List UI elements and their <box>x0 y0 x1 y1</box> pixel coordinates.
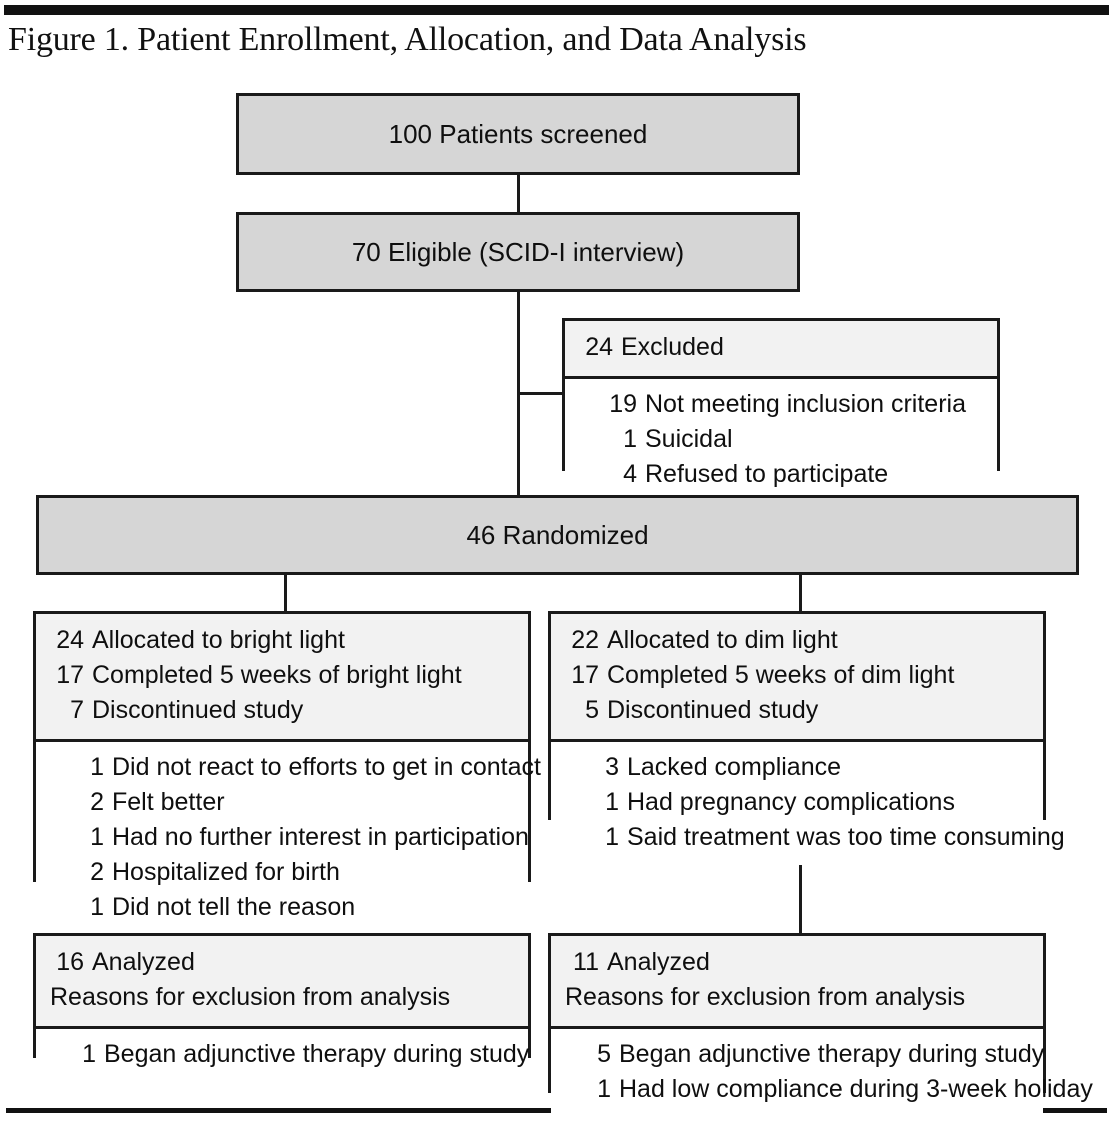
bright-item-num: 1 <box>90 893 104 921</box>
bright-item-num: 2 <box>90 788 104 816</box>
analyzed-dim-item-num: 5 <box>597 1040 611 1068</box>
node-excluded[interactable]: 24 Excluded 19 Not meeting inclusion cri… <box>562 318 1000 502</box>
bright-header-text: Allocated to bright light <box>92 626 345 654</box>
analyzed-dim-item-text: Had low compliance during 3-week holiday <box>619 1075 1093 1103</box>
list-item: 19 Not meeting inclusion criteria <box>607 387 997 422</box>
dim-header-num: 5 <box>585 696 599 724</box>
dim-header: 22 Allocated to dim light 17 Completed 5… <box>551 614 1043 742</box>
node-bright-allocated[interactable]: 24 Allocated to bright light 17 Complete… <box>33 611 541 935</box>
connector-randomized-to-bright <box>284 574 287 612</box>
analyzed-dim-item-text: Began adjunctive therapy during study <box>619 1040 1045 1068</box>
node-bright-analyzed[interactable]: 16 Analyzed Reasons for exclusion from a… <box>33 933 531 1082</box>
dim-header-num: 22 <box>571 626 599 654</box>
analyzed-dim-num: 11 <box>573 948 599 976</box>
dim-header-text: Allocated to dim light <box>607 626 838 654</box>
excluded-header-text: Excluded <box>621 333 724 361</box>
bright-header-num: 17 <box>56 661 84 689</box>
list-item: 24 Allocated to bright light <box>50 623 528 658</box>
excluded-item-text: Refused to participate <box>645 460 889 488</box>
dim-item-num: 3 <box>605 753 619 781</box>
node-dim-analyzed[interactable]: 11 Analyzed Reasons for exclusion from a… <box>548 933 1093 1117</box>
dim-header-text: Discontinued study <box>607 696 819 724</box>
analyzed-bright-item-num: 1 <box>82 1040 96 1068</box>
node-eligible-label: 70 Eligible (SCID-I interview) <box>351 236 685 267</box>
bright-header-text: Discontinued study <box>92 696 304 724</box>
connector-dim-to-analyzed <box>799 818 802 934</box>
analyzed-dim-reason-list: 5 Began adjunctive therapy during study … <box>551 1029 1093 1117</box>
node-eligible[interactable]: 70 Eligible (SCID-I interview) <box>236 212 800 292</box>
node-screened[interactable]: 100 Patients screened <box>236 93 800 175</box>
analyzed-dim-text: Analyzed <box>607 948 710 976</box>
node-screened-label: 100 Patients screened <box>388 118 648 149</box>
connector-eligible-to-excluded <box>517 392 565 395</box>
list-item: 1 Began adjunctive therapy during study <box>78 1037 530 1072</box>
list-item: 1 Had pregnancy complications <box>597 785 1043 820</box>
list-item: 17 Completed 5 weeks of bright light <box>50 658 528 693</box>
figure-title: Figure 1. Patient Enrollment, Allocation… <box>8 21 807 58</box>
analyzed-bright-header: 16 Analyzed Reasons for exclusion from a… <box>36 936 528 1029</box>
list-item: 1 Said treatment was too time consuming <box>597 820 1065 855</box>
bright-item-text: Did not react to efforts to get in conta… <box>112 753 541 781</box>
analyzed-dim-header: 11 Analyzed Reasons for exclusion from a… <box>551 936 1043 1029</box>
node-randomized-label: 46 Randomized <box>466 519 649 550</box>
list-item: 1 Did not react to efforts to get in con… <box>82 750 541 785</box>
bright-header-num: 24 <box>56 626 84 654</box>
excluded-reason-list: 19 Not meeting inclusion criteria 1 Suic… <box>565 379 997 502</box>
bright-header: 24 Allocated to bright light 17 Complete… <box>36 614 528 742</box>
dim-item-num: 1 <box>605 823 619 851</box>
list-item: 2 Hospitalized for birth <box>82 855 528 890</box>
node-randomized[interactable]: 46 Randomized <box>36 495 1079 575</box>
dim-reason-list: 3 Lacked compliance 1 Had pregnancy comp… <box>551 742 1065 865</box>
bright-header-text: Completed 5 weeks of bright light <box>92 661 462 689</box>
list-item: 1 Had low compliance during 3-week holid… <box>593 1072 1093 1107</box>
analyzed-bright-num: 16 <box>56 948 84 976</box>
analyzed-bright-subtitle: Reasons for exclusion from analysis <box>50 983 451 1011</box>
excluded-item-num: 4 <box>623 460 637 488</box>
list-item: 5 Began adjunctive therapy during study <box>593 1037 1045 1072</box>
bright-item-text: Felt better <box>112 788 225 816</box>
dim-item-text: Said treatment was too time consuming <box>627 823 1065 851</box>
dim-item-num: 1 <box>605 788 619 816</box>
bright-header-num: 7 <box>70 696 84 724</box>
bright-item-num: 1 <box>90 753 104 781</box>
list-item: 16 Analyzed <box>50 945 528 980</box>
dim-item-text: Lacked compliance <box>627 753 842 781</box>
top-rule <box>4 5 1109 15</box>
list-item: 7 Discontinued study <box>50 693 528 728</box>
analyzed-bright-text: Analyzed <box>92 948 195 976</box>
analyzed-dim-item-num: 1 <box>597 1075 611 1103</box>
bright-item-num: 2 <box>90 858 104 886</box>
list-item: 17 Completed 5 weeks of dim light <box>565 658 1043 693</box>
bright-item-text: Did not tell the reason <box>112 893 356 921</box>
list-item: 3 Lacked compliance <box>597 750 1043 785</box>
bright-reason-list: 1 Did not react to efforts to get in con… <box>36 742 541 935</box>
bright-item-num: 1 <box>90 823 104 851</box>
analyzed-bright-reason-list: 1 Began adjunctive therapy during study <box>36 1029 530 1082</box>
list-item: 2 Felt better <box>82 785 528 820</box>
connector-randomized-to-dim <box>799 574 802 612</box>
dim-header-num: 17 <box>571 661 599 689</box>
list-item: 5 Discontinued study <box>565 693 1043 728</box>
list-item: 1 Did not tell the reason <box>82 890 528 925</box>
list-item: 1 Suicidal <box>607 422 997 457</box>
dim-header-text: Completed 5 weeks of dim light <box>607 661 955 689</box>
excluded-item-num: 19 <box>609 390 637 418</box>
analyzed-bright-item-text: Began adjunctive therapy during study <box>104 1040 530 1068</box>
excluded-item-text: Suicidal <box>645 425 733 453</box>
list-item: 22 Allocated to dim light <box>565 623 1043 658</box>
connector-screened-to-eligible <box>517 173 520 214</box>
list-item: 1 Had no further interest in participati… <box>82 820 529 855</box>
excluded-header: 24 Excluded <box>565 321 997 379</box>
excluded-header-num: 24 <box>585 333 613 361</box>
list-item: 11 Analyzed <box>565 945 1043 980</box>
bright-item-text: Had no further interest in participation <box>112 823 529 851</box>
list-item: 4 Refused to participate <box>607 457 997 492</box>
dim-item-text: Had pregnancy complications <box>627 788 955 816</box>
bright-item-text: Hospitalized for birth <box>112 858 340 886</box>
excluded-item-num: 1 <box>623 425 637 453</box>
excluded-item-text: Not meeting inclusion criteria <box>645 390 966 418</box>
node-dim-allocated[interactable]: 22 Allocated to dim light 17 Completed 5… <box>548 611 1065 865</box>
analyzed-dim-subtitle: Reasons for exclusion from analysis <box>565 983 966 1011</box>
